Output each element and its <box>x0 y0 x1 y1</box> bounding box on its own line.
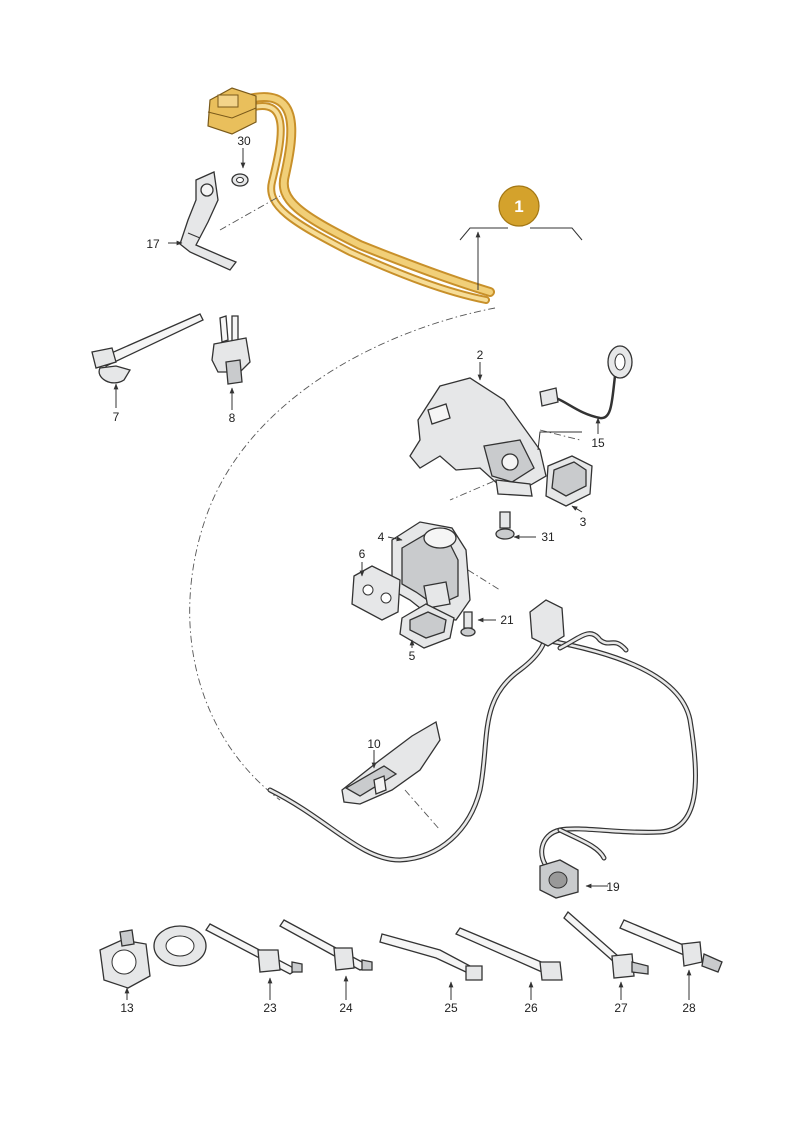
part-27-tie[interactable] <box>563 911 649 979</box>
callout-3: 3 <box>580 515 587 529</box>
callout-25: 25 <box>444 1001 458 1015</box>
part-2-latch[interactable] <box>409 377 547 497</box>
callout-23: 23 <box>263 1001 277 1015</box>
callout-31: 31 <box>541 530 555 544</box>
part-26-tie[interactable] <box>455 927 563 981</box>
part-7-cable-tie[interactable] <box>91 313 204 384</box>
highlight-badge[interactable]: 1 <box>459 185 583 290</box>
callout-15: 15 <box>591 436 605 450</box>
part-6-cover[interactable] <box>351 565 401 621</box>
callout-13: 13 <box>120 1001 134 1015</box>
callout-30: 30 <box>237 134 251 148</box>
callout-24: 24 <box>339 1001 353 1015</box>
callout-26: 26 <box>524 1001 538 1015</box>
part-24-tie[interactable] <box>279 919 373 971</box>
harness-lower-connector <box>539 859 579 899</box>
callout-8: 8 <box>229 411 236 425</box>
callout-21: 21 <box>500 613 514 627</box>
part-30-nut[interactable] <box>231 173 249 187</box>
callout-17: 17 <box>146 237 160 251</box>
harness-1-highlighted[interactable] <box>207 87 495 304</box>
part-23-tie[interactable] <box>205 923 303 975</box>
callout-27: 27 <box>614 1001 628 1015</box>
part-4-motor[interactable] <box>391 521 471 621</box>
part-3-actuator[interactable] <box>545 455 593 507</box>
part-10-cover[interactable] <box>341 720 441 805</box>
part-25-strap[interactable] <box>379 933 483 981</box>
part-5-switch[interactable] <box>399 603 455 649</box>
part-31-screw[interactable] <box>495 511 515 540</box>
harness-connector <box>207 87 257 135</box>
part-21-screw[interactable] <box>460 611 476 637</box>
harness-upper-connector <box>529 599 565 647</box>
part-17-bracket[interactable] <box>179 171 238 271</box>
lower-harness[interactable] <box>267 599 699 899</box>
callout-10: 10 <box>367 737 381 751</box>
callout-4: 4 <box>378 530 385 544</box>
callout-7: 7 <box>113 410 120 424</box>
callout-2: 2 <box>477 348 484 362</box>
part-28-tie[interactable] <box>619 919 723 973</box>
callout-28: 28 <box>682 1001 696 1015</box>
part-13-grommet[interactable] <box>99 925 207 989</box>
callout-5: 5 <box>409 649 416 663</box>
part-15-sensor[interactable] <box>539 345 633 420</box>
callout-19: 19 <box>606 880 620 894</box>
highlight-label: 1 <box>514 197 523 216</box>
part-8-clip[interactable] <box>211 315 251 385</box>
callout-6: 6 <box>359 547 366 561</box>
